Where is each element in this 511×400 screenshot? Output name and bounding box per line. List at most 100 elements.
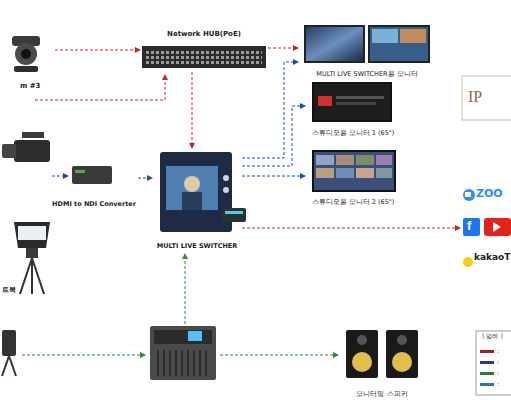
switcher-node: MULTI LIVE SWITCHER <box>152 148 242 250</box>
ip-frame <box>462 76 511 120</box>
audio-line <box>220 355 338 356</box>
hub-body <box>142 46 266 68</box>
facebook-logo <box>463 218 480 236</box>
speaker-node: 모니터링 스피커 <box>336 326 428 398</box>
node-label: MULTI LIVE SWITCHER용 모니터 <box>298 71 436 78</box>
video-line <box>52 176 68 177</box>
node-label: 스튜디오용 모니터 1 (65") <box>305 130 401 137</box>
monitor-frame <box>304 25 365 63</box>
monitor-screen <box>306 27 363 61</box>
mixer-screen <box>188 331 202 341</box>
youtube-play <box>493 222 501 232</box>
mic-body <box>2 330 16 356</box>
monitor-node: 스튜디오용 모니터 1 (65") <box>305 80 401 137</box>
monitor-frame <box>312 150 396 192</box>
node-label: MULTI LIVE SWITCHER <box>152 243 242 250</box>
ip-node: IP <box>460 74 511 122</box>
legend-text: : <box>497 358 499 365</box>
camera-node: m #3 <box>0 25 55 90</box>
camcorder-body <box>14 140 50 162</box>
legend-text: : <box>497 347 499 354</box>
woofer <box>392 352 412 372</box>
converter-led <box>75 170 85 173</box>
zoom-logo <box>465 192 471 197</box>
node-label: f <box>467 219 471 234</box>
screen-person <box>182 192 202 210</box>
mixer-panel <box>154 330 212 344</box>
screen-tile <box>376 155 392 165</box>
monitor-node: MULTI LIVE SWITCHER용 모니터 <box>298 20 436 78</box>
monitor-frame <box>312 82 392 122</box>
audio-line <box>22 355 145 356</box>
node-label: 스튜디오용 모니터 2 (65") <box>305 199 401 206</box>
camcorder-handle <box>22 132 44 138</box>
legend-swatch <box>480 372 494 375</box>
legend-swatch <box>480 383 494 386</box>
youtube-logo <box>484 218 511 236</box>
monitor-screen <box>314 84 390 120</box>
legend-frame <box>476 331 511 395</box>
converter-node: HDMI to NDI Converter <box>50 158 138 208</box>
speaker <box>346 330 378 378</box>
camcorder-lens <box>2 144 16 158</box>
monitor-screen <box>314 152 394 190</box>
prompter-node: 트북 <box>0 212 56 296</box>
node-label: [ 범례 ] <box>474 333 511 340</box>
tweeter <box>397 335 407 345</box>
node-label: HDMI to NDI Converter <box>50 201 138 208</box>
signal-connector <box>55 50 140 51</box>
hub-ports <box>146 49 262 65</box>
screen-tile <box>336 155 354 165</box>
woofer <box>352 352 372 372</box>
control-panel <box>222 208 246 222</box>
node-label: 트북 <box>2 286 16 294</box>
switcher-screen <box>166 166 218 210</box>
signal-connector <box>192 72 193 148</box>
legend-swatch <box>480 350 494 353</box>
mixer-body <box>150 326 216 380</box>
tripod <box>20 258 44 294</box>
screen-tile <box>336 96 384 99</box>
kakao-logo <box>463 257 473 267</box>
monitor-frame <box>368 25 430 63</box>
converter-body <box>72 166 112 184</box>
zoom-logo <box>463 189 475 201</box>
node-label: kakaoT <box>474 252 510 262</box>
camera-lens <box>21 49 31 59</box>
audio-line <box>185 254 186 324</box>
legend-text: : <box>497 369 499 376</box>
mixer-faders <box>158 350 206 376</box>
signal-connector <box>242 106 305 166</box>
signal-connector <box>242 62 298 158</box>
monitor-node: 스튜디오용 모니터 2 (65") <box>305 148 401 206</box>
signal-connector <box>138 178 152 179</box>
node-label: m #3 <box>20 82 40 90</box>
screen-tile <box>372 29 398 43</box>
switcher-knob <box>223 187 229 193</box>
node-label: Network HUB(PoE) <box>140 30 268 38</box>
signal-connector <box>268 48 298 49</box>
switcher-knob <box>223 175 229 181</box>
tweeter <box>357 335 367 345</box>
camera-base <box>14 66 38 72</box>
signal-connector <box>242 176 305 177</box>
screen-tile <box>318 96 332 106</box>
legend-swatch <box>480 361 494 364</box>
legend-text: : <box>497 380 499 387</box>
screen-tile <box>356 168 374 178</box>
mic-stand <box>2 356 16 376</box>
prompter-glass <box>18 226 46 240</box>
screen-tile <box>316 168 334 178</box>
screen-tile <box>336 102 376 105</box>
screen-tile <box>316 155 334 165</box>
hub-node: Network HUB(PoE) <box>140 30 268 72</box>
screen-tile <box>376 168 392 178</box>
screen-person <box>184 176 200 192</box>
prompter-hood <box>14 222 50 248</box>
node-label: 모니터링 스피커 <box>336 391 428 398</box>
network-line <box>35 75 165 100</box>
node-label: IP <box>468 88 482 106</box>
camera-head <box>15 43 37 65</box>
screen-tile <box>356 155 374 165</box>
